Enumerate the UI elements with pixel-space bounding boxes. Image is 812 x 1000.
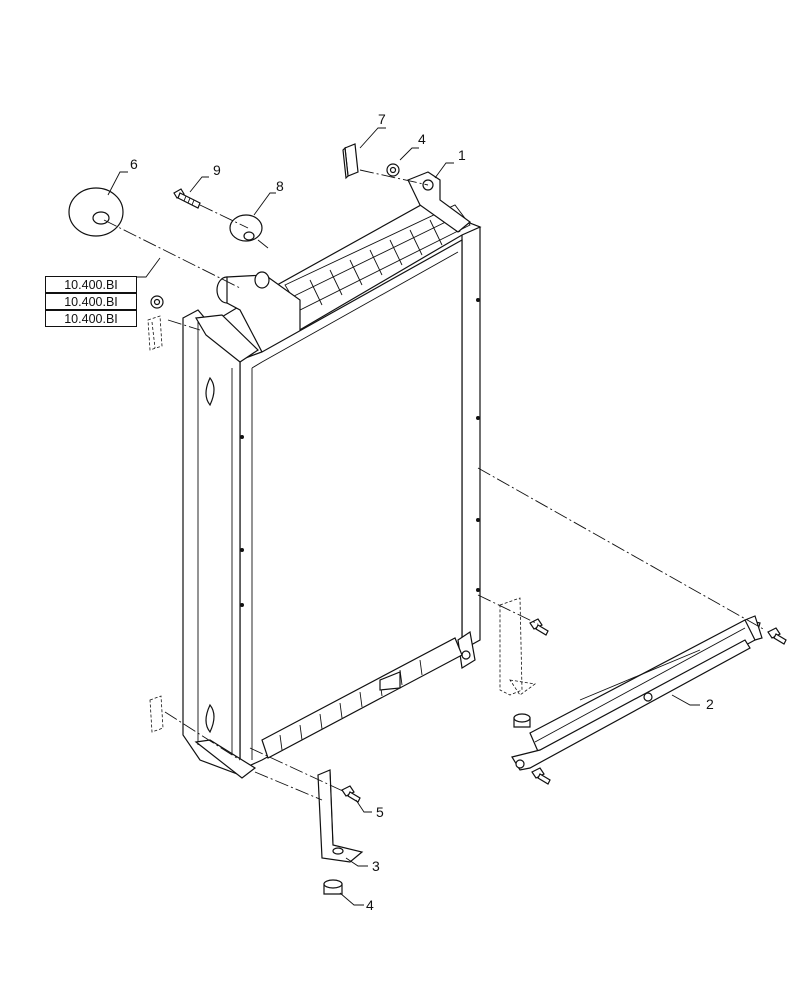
phantom-bracket: [499, 597, 523, 696]
part-8-cap: [229, 214, 263, 242]
part-5-bolt: [341, 785, 361, 803]
phantom-pad-top: [147, 315, 163, 351]
bolt-rail-left: [531, 767, 551, 785]
alignment-lines: [103, 169, 766, 801]
part-4-isolator-bottom: [323, 879, 343, 895]
callout-1: 1: [458, 147, 466, 163]
part-3-bracket: [317, 769, 364, 863]
leader-lines: [107, 127, 700, 906]
part-4-isolator-top: [386, 163, 400, 177]
callout-2: 2: [706, 696, 714, 712]
inlet-pipe: [216, 271, 301, 353]
callout-3: 3: [372, 858, 380, 874]
reference-box-2[interactable]: 10.400.BI: [45, 293, 137, 310]
part-7-pad: [342, 143, 359, 180]
part-6-washer: [68, 187, 124, 237]
callout-7: 7: [378, 111, 386, 127]
callout-6: 6: [130, 156, 138, 172]
bottom-tank: [261, 637, 463, 759]
callout-labels: 7 4 1 6 9 8 2 5 3 4: [130, 111, 714, 913]
reference-box-1[interactable]: 10.400.BI: [45, 276, 137, 293]
bolt-rail-right: [767, 627, 787, 645]
bolt-bracket-upper: [529, 618, 549, 636]
isolator-rail: [513, 713, 531, 728]
callout-4-top: 4: [418, 131, 426, 147]
isolator-left-top: [150, 295, 164, 309]
part-2-bottom-rail: [511, 615, 763, 771]
radiator-assembly: [182, 171, 482, 779]
reference-box-3[interactable]: 10.400.BI: [45, 310, 137, 327]
callout-9: 9: [213, 162, 221, 178]
callout-4-bottom: 4: [366, 897, 374, 913]
part-9-bolt: [173, 188, 201, 209]
callout-8: 8: [276, 178, 284, 194]
phantom-pad-bottom: [149, 695, 164, 733]
callout-5: 5: [376, 804, 384, 820]
